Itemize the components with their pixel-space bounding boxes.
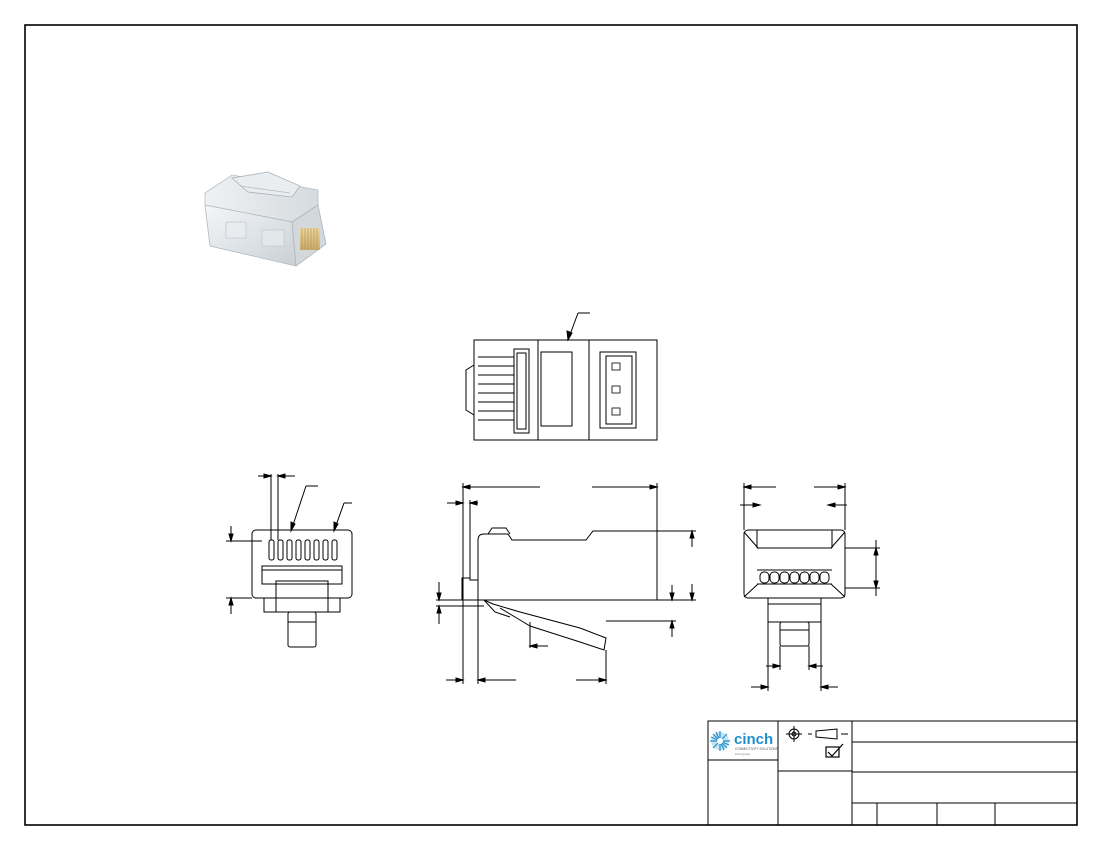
- sheet-border: [24, 24, 1078, 826]
- company-logo: cinch CONNECTIVITY SOLUTIONS a bel group: [710, 731, 778, 756]
- checkbox-checked-icon: [825, 743, 844, 758]
- logo-wordmark: cinch: [734, 731, 773, 748]
- rear-view: [740, 483, 880, 691]
- product-photo: [204, 171, 327, 267]
- logo-tagline: CONNECTIVITY SOLUTIONS: [735, 747, 778, 751]
- top-view: [465, 312, 658, 441]
- side-view: [436, 483, 696, 684]
- third-angle-projection-icon: [786, 726, 848, 742]
- title-block: [707, 720, 1078, 826]
- front-view: [226, 473, 353, 648]
- logo-subline: a bel group: [735, 752, 750, 756]
